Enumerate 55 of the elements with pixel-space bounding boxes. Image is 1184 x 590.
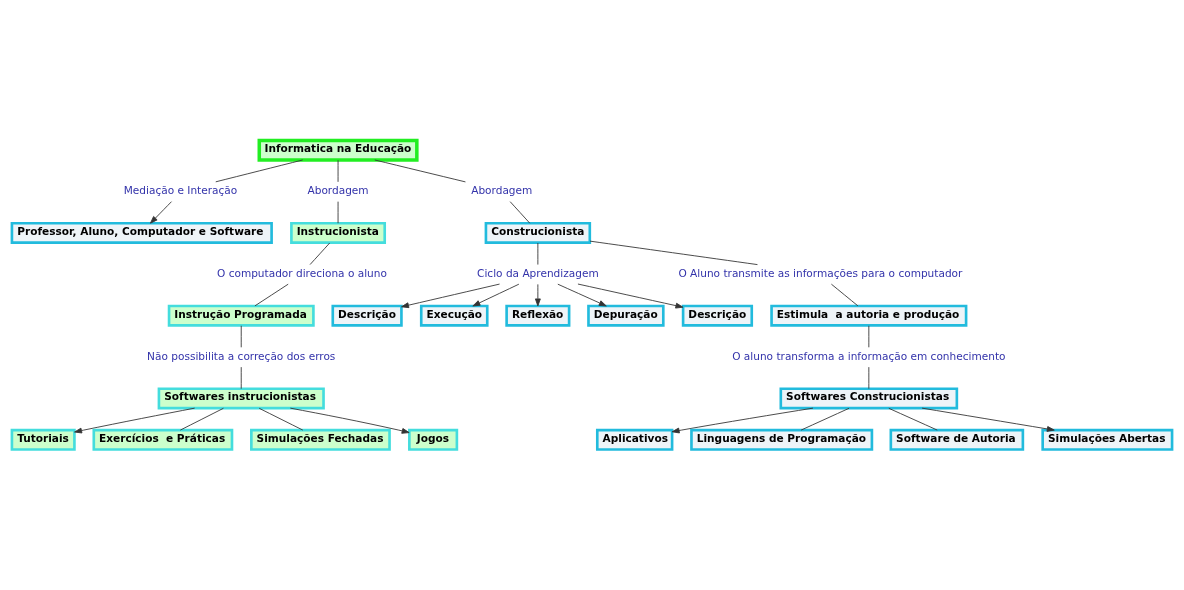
node-text: Abordagem — [307, 184, 369, 197]
connector — [374, 159, 466, 183]
node-box: Software de Autoria — [889, 428, 1025, 451]
arrow — [472, 283, 520, 307]
node-box: Linguagens de Programação — [690, 428, 874, 451]
node-box: Construcionista — [484, 221, 592, 244]
connector — [179, 407, 224, 431]
node-box: Professor, Aluno, Computador e Software — [10, 221, 273, 244]
node-box: Instrução Programada — [167, 304, 315, 327]
node-box: Descrição — [681, 304, 754, 327]
arrow — [74, 407, 196, 434]
node-box: Softwares instrucionistas — [157, 387, 325, 410]
node-text: Abordagem — [471, 184, 533, 197]
connector — [868, 366, 870, 390]
node-box: Tutoriais — [10, 428, 76, 451]
node-text: O computador direciona o aluno — [217, 267, 387, 280]
arrow — [577, 283, 684, 309]
node-box: Execução — [419, 304, 489, 327]
connector — [589, 240, 758, 266]
arrow — [557, 283, 607, 307]
node-box: Reflexão — [505, 304, 571, 327]
node-box: Estimula a autoria e produção — [770, 304, 968, 327]
arrow — [289, 407, 410, 434]
node-box: Exercícios e Práticas — [92, 428, 234, 451]
arrow — [150, 201, 172, 224]
connector — [309, 242, 331, 265]
node-text: Ciclo da Aprendizagem — [477, 267, 599, 280]
node-box: Instrucionista — [290, 221, 387, 244]
connector — [888, 407, 938, 431]
node-text: O aluno transforma a informação em conhecimento — [732, 349, 1006, 362]
connector — [830, 283, 859, 307]
node-text: Não possibilita a correção dos erros — [147, 349, 336, 362]
connector — [240, 325, 242, 348]
node-box: Softwares Construcionistas — [779, 387, 959, 410]
node-box: Descrição — [331, 304, 403, 327]
node-box: Informatica na Educação — [257, 138, 419, 162]
connector — [537, 242, 539, 265]
node-text: O Aluno transmite as informações para o computador — [678, 267, 963, 280]
connector — [337, 201, 339, 224]
arrow — [401, 283, 500, 309]
node-box: Depuração — [587, 304, 665, 327]
connector — [254, 283, 289, 307]
connector — [258, 407, 304, 431]
node-box: Aplicativos — [595, 428, 674, 451]
connector — [240, 366, 242, 390]
connector — [509, 201, 531, 224]
connector — [800, 407, 850, 431]
arrow — [921, 407, 1055, 432]
node-box: Jogos — [408, 428, 459, 451]
arrow — [534, 283, 541, 307]
node-text: Mediação e Interação — [123, 184, 238, 197]
connector — [215, 159, 304, 183]
connector — [868, 325, 870, 348]
arrow — [671, 407, 814, 434]
node-box: Simulações Fechadas — [250, 428, 391, 451]
